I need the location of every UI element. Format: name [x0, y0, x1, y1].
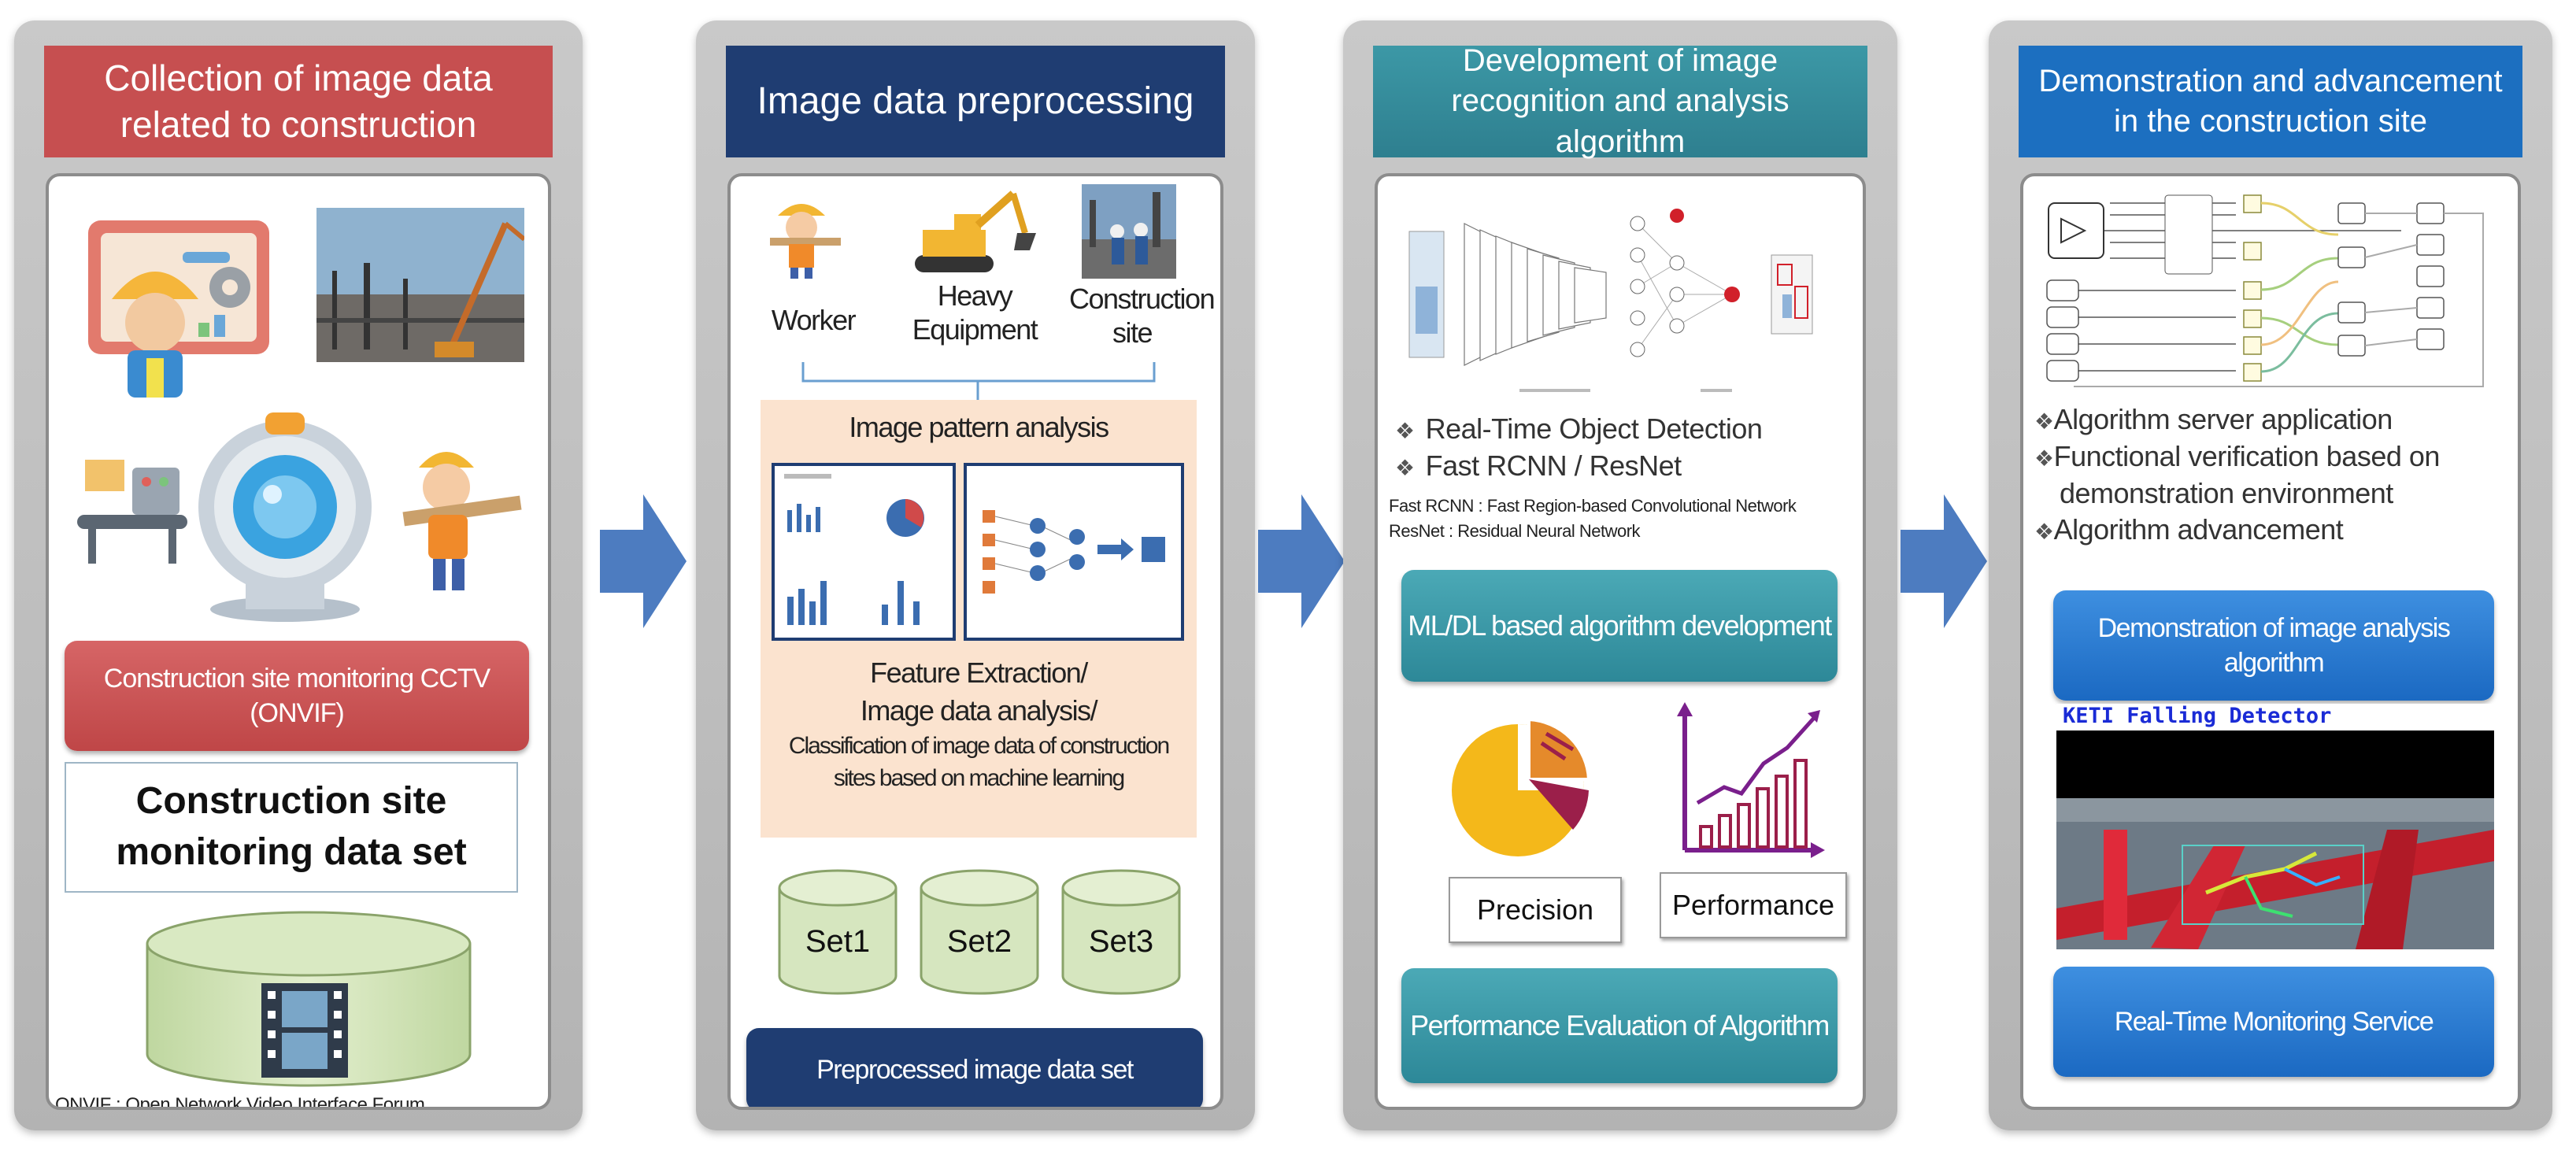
cctv-camera-icon	[198, 412, 372, 622]
cylinder-icon	[920, 869, 1039, 995]
cctv-monitoring-label: Construction site monitoring CCTV (ONVIF…	[65, 641, 529, 751]
panel-algorithm-development: Development of image recognition and ana…	[1343, 20, 1897, 1130]
bullet-icon: ❖	[2034, 520, 2054, 545]
flow-arrow-icon	[1901, 494, 1987, 628]
conveyor-icon	[77, 460, 187, 564]
bullet-server-application: ❖Algorithm server application	[2034, 403, 2393, 435]
panel-4-title: Demonstration and advancement in the con…	[2019, 46, 2522, 157]
falling-detector-screenshot: KETI Falling Detector	[2056, 704, 2494, 949]
bullet-icon: ❖	[1395, 419, 1415, 443]
pie-chart-icon	[1452, 717, 1591, 856]
image-analysis-line: Image data analysis/	[860, 694, 1098, 727]
performance-label: Performance	[1660, 872, 1847, 938]
bullet-icon: ❖	[2034, 409, 2054, 434]
bullet-functional-verification: ❖Functional verification based on demons…	[2034, 439, 2440, 509]
panel-demonstration: Demonstration and advancement in the con…	[1989, 20, 2552, 1130]
pattern-analysis-box: Image pattern analysis	[761, 400, 1197, 838]
cnn-architecture-diagram	[1408, 209, 1813, 392]
panel-3-body: ❖Real-Time Object Detection ❖Fast RCNN /…	[1375, 173, 1866, 1110]
monitoring-service-label: Real-Time Monitoring Service	[2053, 967, 2494, 1077]
pattern-analysis-title: Image pattern analysis	[849, 411, 1109, 443]
detector-title: KETI Falling Detector	[2063, 704, 2332, 728]
set1-label: Set1	[805, 924, 871, 959]
set3-label: Set3	[1088, 924, 1154, 959]
cylinder-icon	[778, 869, 898, 995]
film-strip-icon	[261, 983, 348, 1078]
performance-chart-icon	[1677, 702, 1825, 858]
ml-dl-development-label: ML/DL based algorithm development	[1401, 570, 1838, 682]
algorithm-bullets: ❖Real-Time Object Detection ❖Fast RCNN /…	[1395, 411, 1763, 485]
cylinder-icon	[1061, 869, 1181, 995]
demonstration-algorithm-label: Demonstration of image analysis algorith…	[2053, 590, 2494, 701]
neural-network-thumbnail	[964, 463, 1184, 641]
demonstration-bullets: ❖Algorithm server application ❖Functiona…	[2034, 401, 2507, 549]
panel-1-body: Construction site monitoring CCTV (ONVIF…	[46, 173, 551, 1110]
worker-icon	[770, 204, 841, 279]
dashboard-thumbnail	[772, 463, 956, 641]
detector-scene	[2056, 798, 2494, 949]
database-cylinder-icon	[146, 911, 472, 1087]
excavator-icon	[915, 190, 1036, 272]
panel-data-collection: Collection of image data related to cons…	[14, 20, 583, 1130]
monitoring-worker-icon	[88, 220, 269, 398]
category-worker: Worker	[771, 304, 857, 336]
bullet-icon: ❖	[2034, 446, 2054, 471]
preprocessed-dataset-label: Preprocessed image data set	[746, 1028, 1203, 1107]
bullet-fast-rcnn: ❖Fast RCNN / ResNet	[1395, 449, 1682, 482]
feature-extraction-line: Feature Extraction/	[870, 657, 1088, 689]
flow-arrow-icon	[1258, 494, 1345, 628]
panel-3-title: Development of image recognition and ana…	[1373, 43, 1867, 159]
classification-line: Classification of image data of construc…	[788, 733, 1170, 791]
flow-arrow-icon	[600, 494, 687, 628]
panel-1-title: Collection of image data related to cons…	[44, 46, 553, 157]
category-heavy-equipment: Heavy Equipment	[912, 279, 1038, 346]
precision-label: Precision	[1449, 877, 1622, 943]
panel-preprocessing: Image data preprocessing Worker	[696, 20, 1255, 1130]
note-fast-rcnn: Fast RCNN : Fast Region-based Convolutio…	[1389, 496, 1797, 516]
panel-2-title: Image data preprocessing	[726, 46, 1225, 157]
panel-4-body: ❖Algorithm server application ❖Functiona…	[2020, 173, 2521, 1110]
worker-carrying-plank-icon	[402, 452, 522, 590]
bullet-advancement: ❖Algorithm advancement	[2034, 513, 2344, 546]
set2-label: Set2	[946, 924, 1012, 959]
category-connector	[801, 362, 1156, 401]
panel-2-body: Worker Heavy Equipment Construction site…	[727, 173, 1223, 1110]
bullet-icon: ❖	[1395, 455, 1415, 480]
performance-evaluation-label: Performance Evaluation of Algorithm	[1401, 968, 1838, 1083]
construction-workers-photo	[1082, 184, 1176, 279]
onvif-footnote: ONVIF : Open Network Video Interface For…	[55, 1094, 425, 1110]
detector-title-bar	[2056, 704, 2494, 730]
category-construction-site: Construction site	[1069, 283, 1216, 350]
set2-cylinder: Set2	[920, 869, 1039, 995]
system-architecture-diagram	[2046, 194, 2484, 387]
bullet-object-detection: ❖Real-Time Object Detection	[1395, 412, 1763, 445]
note-resnet: ResNet : Residual Neural Network	[1389, 521, 1641, 541]
set3-cylinder: Set3	[1061, 869, 1181, 995]
construction-site-photo	[316, 208, 524, 362]
set1-cylinder: Set1	[778, 869, 898, 995]
dataset-label-box: Construction site monitoring data set	[65, 762, 518, 893]
